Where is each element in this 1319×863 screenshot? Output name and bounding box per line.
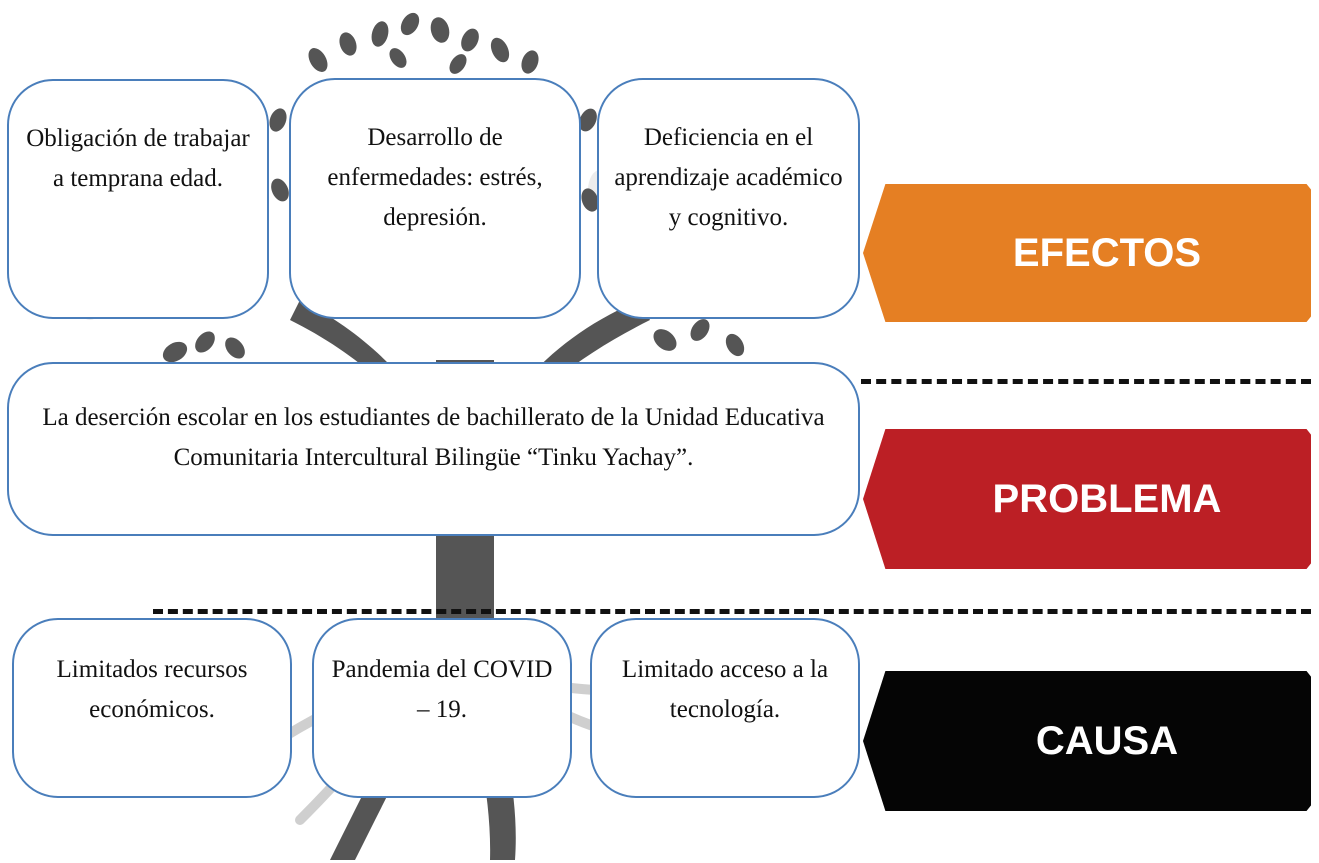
label-causa: CAUSA bbox=[863, 671, 1311, 811]
label-efectos: EFECTOS bbox=[863, 184, 1311, 322]
problem-box: La deserción escolar en los estudiantes … bbox=[7, 362, 860, 536]
cause-text-1: Limitados recursos económicos. bbox=[56, 656, 248, 723]
separator-problem-causes bbox=[153, 609, 1311, 614]
problem-text: La deserción escolar en los estudiantes … bbox=[42, 404, 825, 471]
effect-text-3: Deficiencia en el aprendizaje académico … bbox=[614, 124, 843, 231]
effect-box-2: Desarrollo de enfermedades: estrés, depr… bbox=[289, 78, 581, 319]
cause-box-2: Pandemia del COVID – 19. bbox=[312, 618, 572, 798]
label-problema: PROBLEMA bbox=[863, 429, 1311, 569]
cause-box-1: Limitados recursos económicos. bbox=[12, 618, 292, 798]
effect-box-1: Obligación de trabajar a temprana edad. bbox=[7, 79, 269, 319]
label-causa-text: CAUSA bbox=[1035, 718, 1179, 763]
label-efectos-text: EFECTOS bbox=[1012, 230, 1202, 275]
effect-box-3: Deficiencia en el aprendizaje académico … bbox=[597, 78, 860, 319]
tree-leaves bbox=[162, 12, 745, 363]
cause-box-3: Limitado acceso a la tecnología. bbox=[590, 618, 860, 798]
label-problema-text: PROBLEMA bbox=[992, 476, 1222, 521]
effect-text-2: Desarrollo de enfermedades: estrés, depr… bbox=[327, 124, 543, 231]
cause-text-2: Pandemia del COVID – 19. bbox=[331, 656, 553, 723]
effect-text-1: Obligación de trabajar a temprana edad. bbox=[26, 125, 250, 192]
separator-effects-problem bbox=[861, 379, 1311, 384]
cause-text-3: Limitado acceso a la tecnología. bbox=[621, 656, 829, 723]
